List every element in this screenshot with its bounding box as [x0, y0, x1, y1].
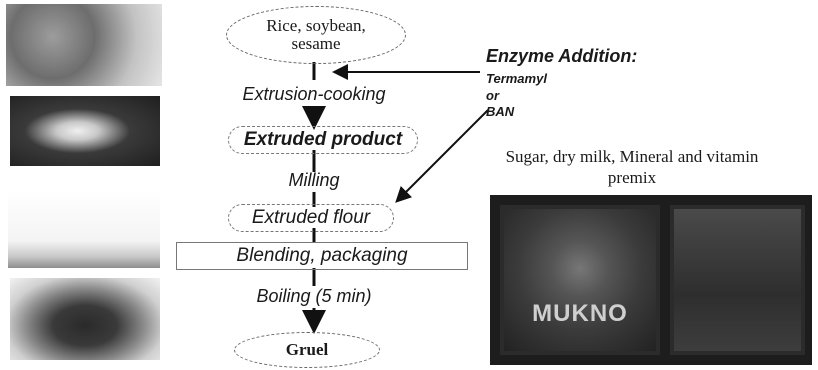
gruel-photo: [10, 278, 160, 360]
boiling-step: Boiling (5 min): [224, 286, 404, 307]
extrusion-step: Extrusion-cooking: [214, 84, 414, 105]
blending-label: Blending, packaging: [236, 245, 407, 267]
premix-text: Sugar, dry milk, Mineral and vitamin pre…: [482, 146, 782, 189]
milling-step: Milling: [264, 170, 364, 191]
package-back: [670, 205, 805, 355]
extruded-product-label: Extruded product: [244, 129, 402, 151]
milling-label: Milling: [288, 170, 339, 190]
enzyme-title: Enzyme Addition:: [486, 46, 637, 67]
grains-photo: [6, 4, 162, 86]
input-ellipse: Rice, soybean, sesame: [226, 6, 406, 64]
package-front: [500, 205, 660, 355]
package-logo: MUKNO: [516, 300, 644, 328]
enzyme-option-termamyl: Termamyl: [486, 71, 547, 86]
extrusion-label: Extrusion-cooking: [242, 84, 385, 104]
boiling-label: Boiling (5 min): [256, 286, 371, 306]
flour-photo: [8, 190, 160, 268]
extruded-flour-box: Extruded flour: [228, 204, 394, 232]
extruded-product-photo: [10, 96, 160, 166]
input-label: Rice, soybean, sesame: [256, 17, 376, 53]
blending-box: Blending, packaging: [176, 242, 468, 270]
gruel-ellipse: Gruel: [234, 332, 380, 368]
extruded-product-box: Extruded product: [228, 126, 418, 154]
enzyme-option-ban: BAN: [486, 104, 514, 119]
enzyme-or: or: [486, 88, 499, 103]
gruel-label: Gruel: [286, 341, 329, 359]
extruded-flour-label: Extruded flour: [252, 207, 370, 229]
